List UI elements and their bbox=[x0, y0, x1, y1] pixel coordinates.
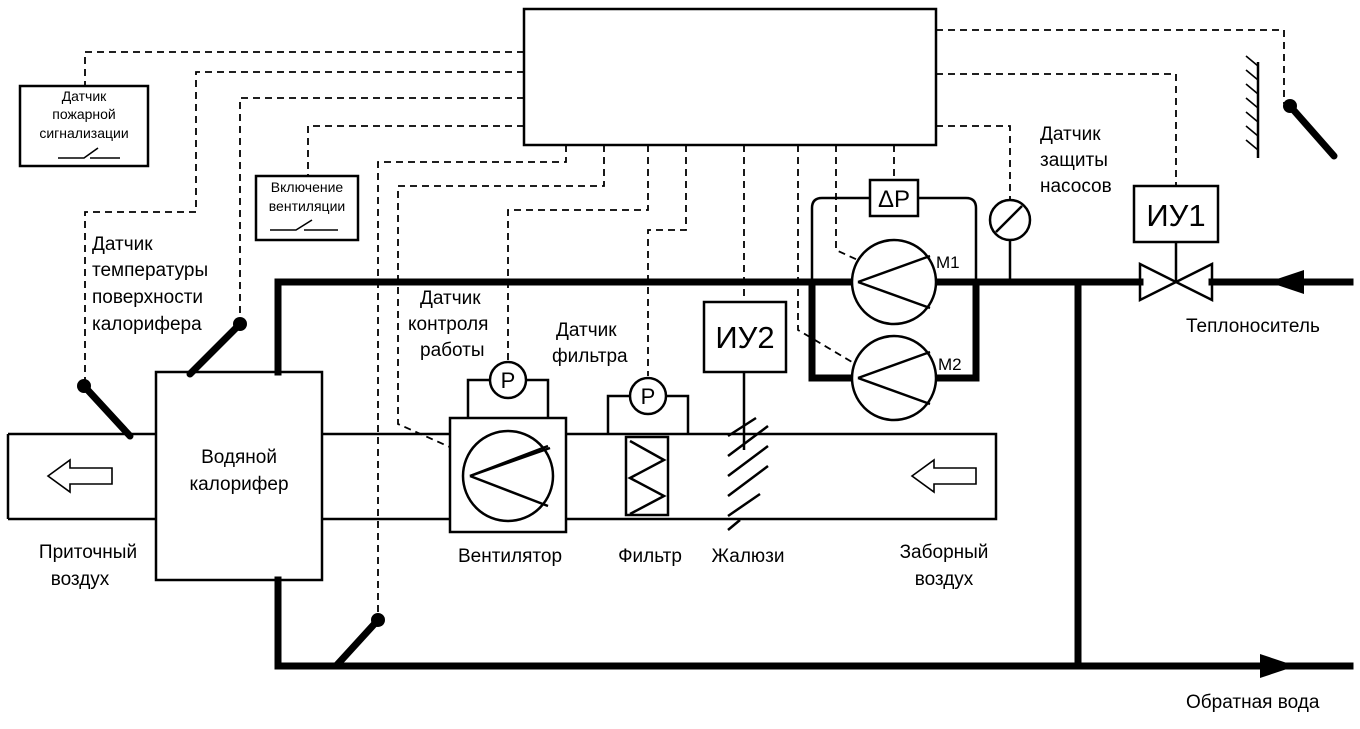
temp-sensor-label-1: Датчик bbox=[92, 234, 153, 255]
air-duct bbox=[6, 432, 998, 521]
svg-text:Водяной: Водяной bbox=[201, 447, 277, 468]
svg-text:сигнализации: сигнализации bbox=[39, 125, 128, 141]
intake-air-label-2: воздух bbox=[915, 569, 974, 590]
pump-protection-gauge bbox=[988, 198, 1032, 282]
filter-label: Фильтр bbox=[618, 546, 682, 567]
temp-sensor-label-3: поверхности bbox=[92, 287, 203, 308]
iu2-actuator: ИУ2 bbox=[702, 300, 788, 374]
temp-sensor-label-2: температуры bbox=[92, 260, 208, 281]
svg-text:P: P bbox=[501, 368, 516, 393]
filter: P bbox=[606, 376, 690, 517]
control-valve bbox=[1138, 261, 1214, 303]
filter-sensor-label-2: фильтра bbox=[552, 346, 628, 367]
fan: P bbox=[448, 360, 568, 534]
supply-air-label-2: воздух bbox=[51, 569, 110, 590]
svg-text:ИУ1: ИУ1 bbox=[1146, 198, 1205, 233]
svg-text:Включение: Включение bbox=[271, 179, 344, 195]
iu1-actuator: ИУ1 bbox=[1132, 184, 1220, 282]
svg-text:Датчик: Датчик bbox=[62, 88, 107, 104]
m2-label: М2 bbox=[938, 355, 962, 374]
svg-text:ΔP: ΔP bbox=[878, 186, 910, 213]
coolant-label: Теплоноситель bbox=[1186, 316, 1320, 337]
work-sensor-label-1: Датчик bbox=[420, 288, 481, 309]
work-sensor-label-3: работы bbox=[420, 340, 485, 361]
svg-text:вентиляции: вентиляции bbox=[269, 198, 345, 214]
intake-air-label-1: Заборный bbox=[900, 542, 989, 563]
work-sensor-label-2: контроля bbox=[408, 314, 488, 335]
svg-text:ИУ2: ИУ2 bbox=[715, 320, 774, 355]
m1-label: М1 bbox=[936, 253, 960, 272]
dp-sensor: ΔP bbox=[810, 178, 978, 282]
temp-probes bbox=[77, 55, 1338, 670]
filter-sensor-label-1: Датчик bbox=[556, 320, 617, 341]
pump-protect-label-2: защиты bbox=[1040, 150, 1108, 171]
pump-m2 bbox=[850, 334, 938, 422]
return-water-label: Обратная вода bbox=[1186, 692, 1320, 713]
pump-protect-label-1: Датчик bbox=[1040, 124, 1101, 145]
fan-label: Вентилятор bbox=[458, 546, 562, 567]
water-heater: Водяной калорифер bbox=[154, 370, 324, 582]
controller-box bbox=[522, 7, 938, 147]
louver-label: Жалюзи bbox=[712, 546, 785, 567]
svg-text:калорифер: калорифер bbox=[189, 474, 288, 495]
svg-text:P: P bbox=[641, 384, 656, 409]
pump-protect-label-3: насосов bbox=[1040, 176, 1112, 197]
pump-m1 bbox=[850, 238, 938, 326]
svg-text:пожарной: пожарной bbox=[52, 106, 116, 122]
louver bbox=[727, 416, 769, 531]
temp-sensor-label-4: калорифера bbox=[92, 314, 202, 335]
fire-alarm-sensor: Датчик пожарной сигнализации bbox=[18, 84, 150, 168]
signal-lines bbox=[84, 29, 1285, 615]
vent-on-switch: Включение вентиляции bbox=[254, 174, 360, 242]
supply-air-label-1: Приточный bbox=[39, 542, 137, 563]
